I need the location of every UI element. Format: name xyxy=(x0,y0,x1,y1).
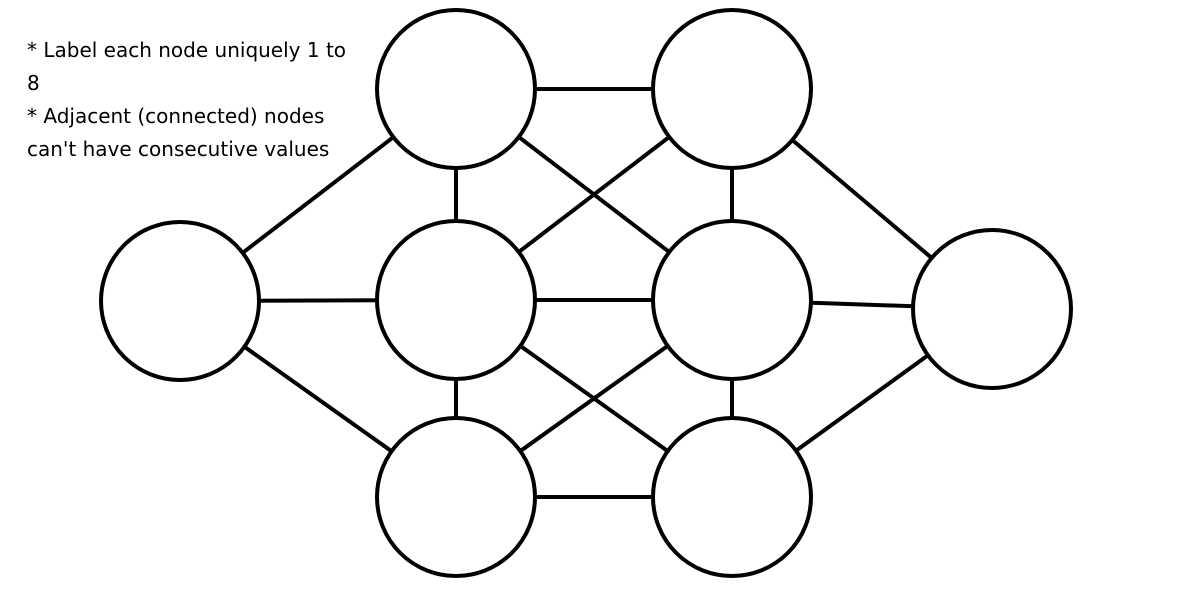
node-circle-col2-mid[interactable] xyxy=(651,219,813,381)
node-col1-top[interactable] xyxy=(375,8,537,170)
node-circle-col2-top[interactable] xyxy=(651,8,813,170)
node-left[interactable] xyxy=(99,220,261,382)
node-col2-top[interactable] xyxy=(651,8,813,170)
node-circle-right[interactable] xyxy=(911,228,1073,390)
node-circle-col1-bot[interactable] xyxy=(375,416,537,578)
node-col2-mid[interactable] xyxy=(651,219,813,381)
node-circle-col2-bot[interactable] xyxy=(651,416,813,578)
node-circle-col1-top[interactable] xyxy=(375,8,537,170)
rule-no-consecutive: * Adjacent (connected) nodes can't have … xyxy=(27,104,330,161)
node-circle-col1-mid[interactable] xyxy=(375,219,537,381)
rule-unique-labels: * Label each node uniquely 1 to 8 xyxy=(27,38,347,95)
node-col1-mid[interactable] xyxy=(375,219,537,381)
instructions-text: * Label each node uniquely 1 to 8 * Adja… xyxy=(27,34,357,166)
node-right[interactable] xyxy=(911,228,1073,390)
node-circle-left[interactable] xyxy=(99,220,261,382)
node-col2-bot[interactable] xyxy=(651,416,813,578)
node-col1-bot[interactable] xyxy=(375,416,537,578)
nodes-layer xyxy=(99,8,1073,578)
